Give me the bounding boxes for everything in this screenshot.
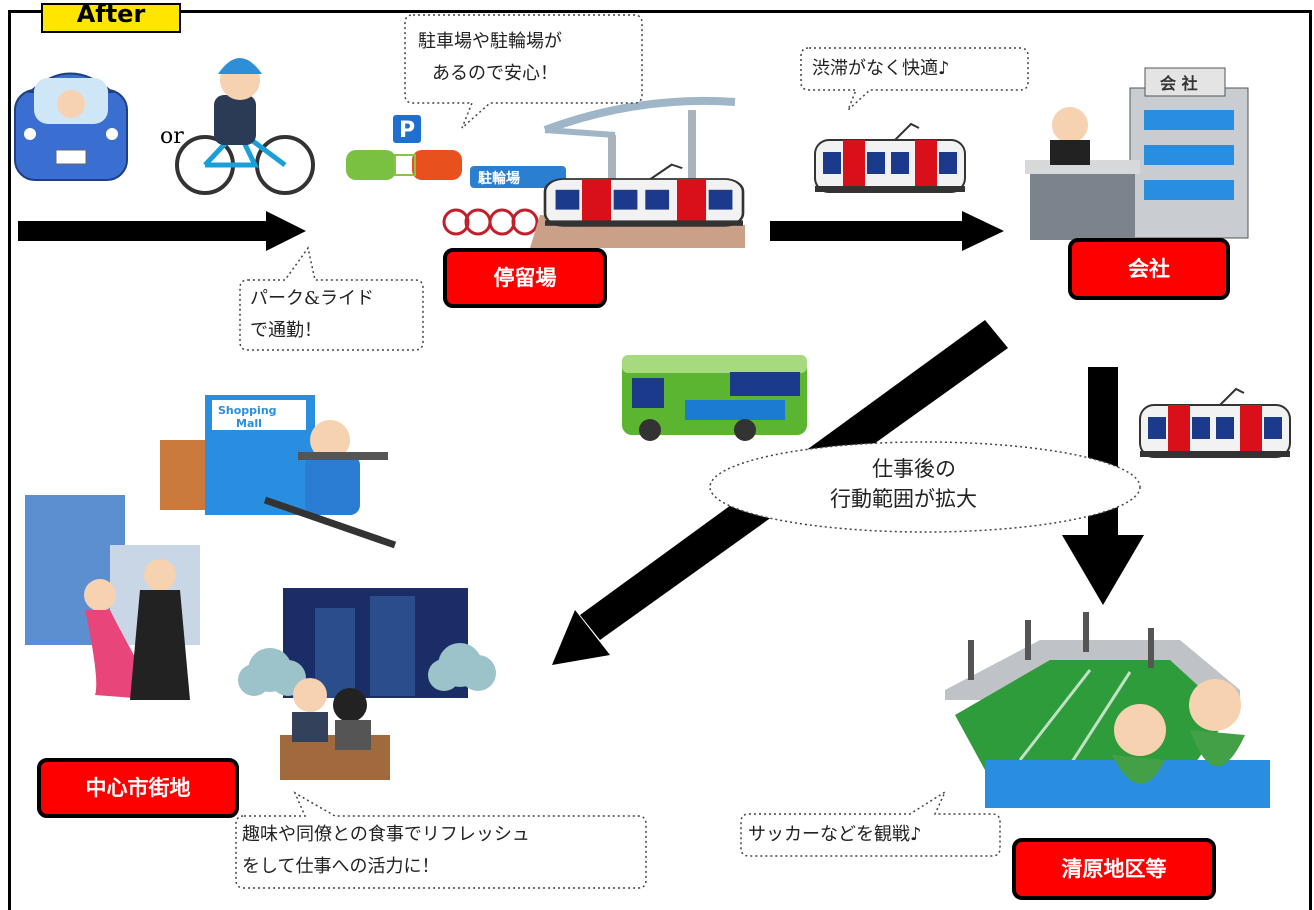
label-company: 会社	[1068, 238, 1230, 300]
svg-text:駐輪場: 駐輪場	[478, 170, 520, 187]
bubble-park-ride-line2: で通勤！	[250, 320, 322, 341]
bubble-no-traffic-text: 渋滞がなく快適♪	[812, 58, 950, 79]
svg-text:Mall: Mall	[236, 417, 262, 430]
bubble-no-traffic	[800, 47, 1029, 111]
bubble-refresh-line1: 趣味や同僚との食事でリフレッシュ	[242, 824, 530, 845]
bubble-soccer	[740, 790, 1001, 857]
dancers-icon	[84, 559, 190, 700]
bubble-refresh-line2: をして仕事への活力に！	[242, 856, 440, 877]
bubble-park-ride-line1: パーク&ライド	[250, 288, 375, 309]
svg-text:Shopping: Shopping	[218, 404, 277, 417]
bubble-soccer-text: サッカーなどを観戦♪	[748, 824, 922, 845]
bubble-parking	[404, 14, 643, 129]
office-building-icon: 会 社	[1025, 67, 1249, 240]
label-kiyohara: 清原地区等	[1012, 838, 1216, 900]
label-stop: 停留場	[443, 248, 607, 308]
label-downtown: 中心市街地	[37, 758, 239, 818]
bubble-parking-line2: あるので安心！	[432, 63, 558, 84]
car-icon	[14, 72, 128, 181]
tram-icon	[814, 123, 966, 193]
bubble-after-work	[709, 441, 1141, 533]
or-text: or	[160, 124, 184, 149]
night-city-icon	[238, 588, 496, 780]
diagram-frame: After	[8, 3, 1312, 910]
cyclist-icon	[175, 58, 315, 195]
tram-stop-icon	[530, 96, 745, 248]
bubble-after-work-line1: 仕事後の	[872, 457, 956, 481]
bubble-refresh	[235, 791, 647, 889]
bubble-after-work-line2: 行動範囲が拡大	[830, 487, 977, 511]
after-badge: After	[41, 3, 181, 33]
svg-text:会 社: 会 社	[1160, 74, 1198, 93]
tram-icon-2	[1139, 388, 1291, 458]
bubble-parking-line1: 駐車場や駐輪場が	[418, 31, 562, 52]
bubble-park-ride	[239, 246, 424, 351]
arrow-tram	[770, 211, 1004, 251]
arrow-drive	[18, 211, 306, 251]
gym-person-icon	[263, 420, 397, 549]
svg-text:P: P	[399, 118, 415, 143]
parking-area-icon: P 駐輪場	[346, 115, 566, 236]
stadium-icon	[945, 612, 1270, 808]
bus-icon	[622, 355, 807, 441]
